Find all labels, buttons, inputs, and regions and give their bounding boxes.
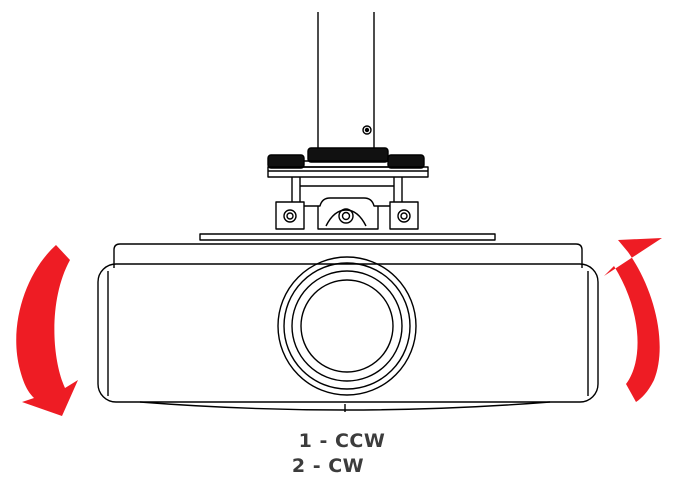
projector-lens: [277, 256, 417, 396]
mounting-plate: [199, 233, 496, 241]
mount-bracket: [275, 177, 419, 230]
projector-body: [97, 243, 599, 412]
ceiling-pole: [317, 12, 375, 148]
label-ccw: 1 - CCW: [298, 430, 386, 452]
label-cw: 2 - CW: [291, 455, 365, 477]
adjustment-knobs: [267, 147, 429, 178]
rotate-cw-arrow-icon: [604, 238, 662, 402]
rotate-ccw-arrow-icon: [16, 245, 78, 416]
